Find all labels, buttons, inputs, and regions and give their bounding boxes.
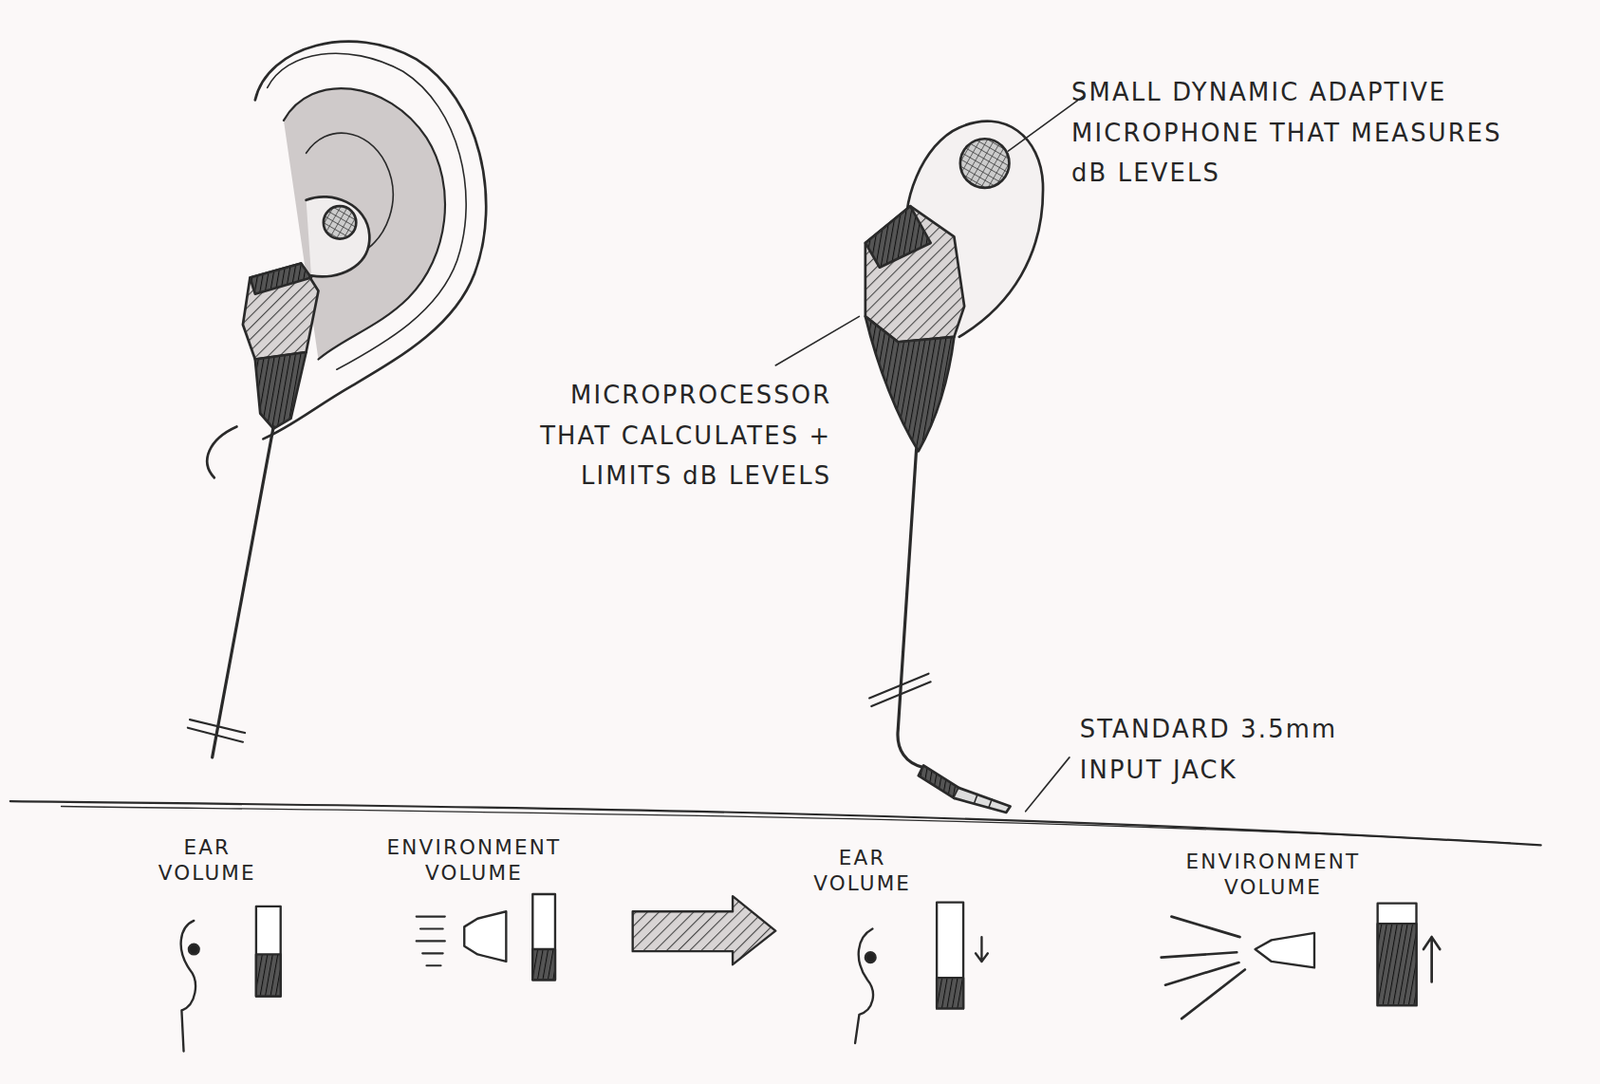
earbud-illustration xyxy=(865,121,1043,813)
microphone-callout: SMALL DYNAMIC ADAPTIVE MICROPHONE THAT M… xyxy=(1071,73,1526,195)
volume-caption: EAR VOLUME xyxy=(150,835,263,887)
ear-illustration xyxy=(187,41,486,758)
divider-line xyxy=(10,800,1542,845)
volume-caption: ENVIRONMENT VOLUME xyxy=(1178,849,1368,901)
jack-callout: STANDARD 3.5mm INPUT JACK xyxy=(1079,709,1387,791)
volume-caption: EAR VOLUME xyxy=(805,844,918,896)
volume-icons xyxy=(181,893,1441,1052)
volume-caption: ENVIRONMENT VOLUME xyxy=(379,835,569,887)
processor-callout: MICROPROCESSOR THAT CALCULATES + LIMITS … xyxy=(489,375,832,498)
leader-lines xyxy=(775,95,1084,812)
